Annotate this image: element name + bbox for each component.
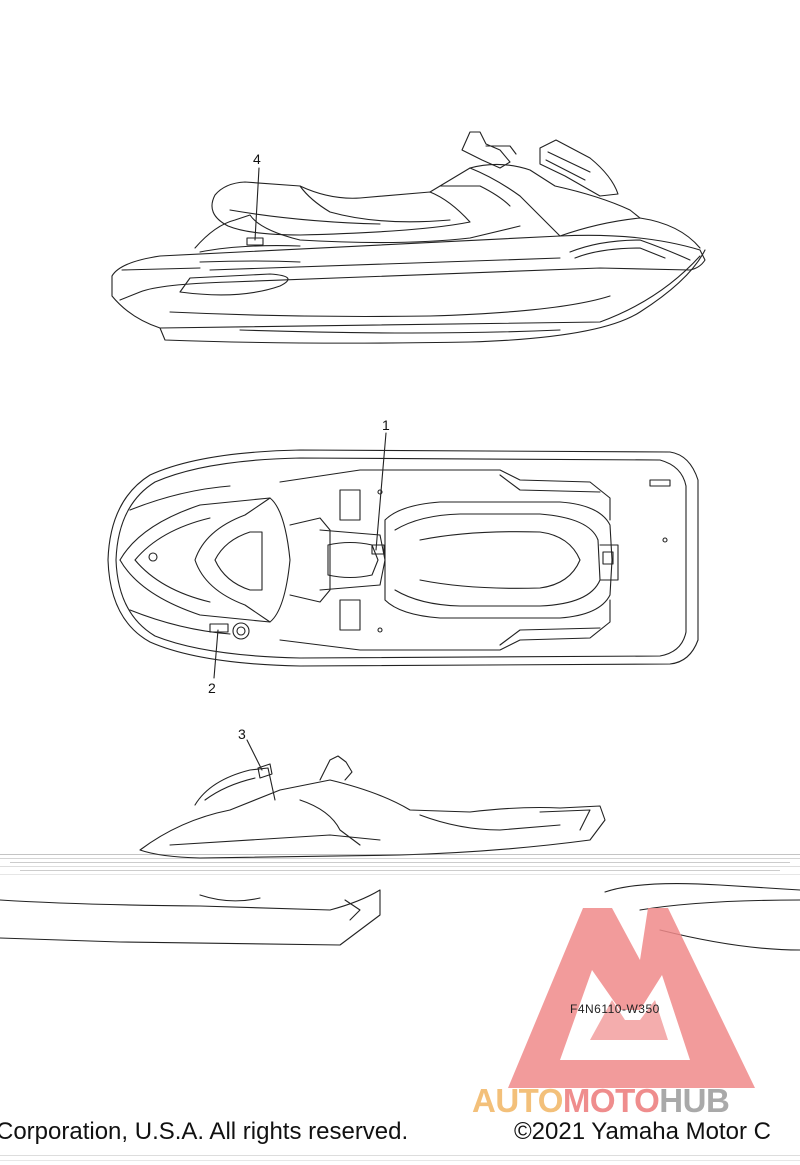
copyright-left: Corporation, U.S.A. All rights reserved.: [0, 1118, 409, 1145]
part-code: F4N6110-W350: [570, 1002, 660, 1016]
rear-view-watercraft: [0, 755, 800, 951]
callout-leaders: [213, 167, 387, 771]
watermark-auto: AUTO: [472, 1082, 563, 1119]
top-view-watercraft: [107, 449, 699, 667]
side-view-watercraft: [111, 131, 706, 344]
callout-label-2: 2: [208, 680, 216, 696]
watermark-moto: MOTO: [562, 1082, 660, 1119]
callout-label-1: 1: [382, 417, 390, 433]
copyright-right: ©2021 Yamaha Motor C: [514, 1118, 771, 1145]
watermark-logo-icon: [508, 908, 755, 1088]
scan-noise-band: [0, 854, 800, 1161]
watermark-text: AUTOMOTOHUB: [472, 1082, 730, 1120]
watermark-hub: HUB: [659, 1082, 730, 1119]
callout-label-3: 3: [238, 726, 246, 742]
callout-label-4: 4: [253, 151, 261, 167]
